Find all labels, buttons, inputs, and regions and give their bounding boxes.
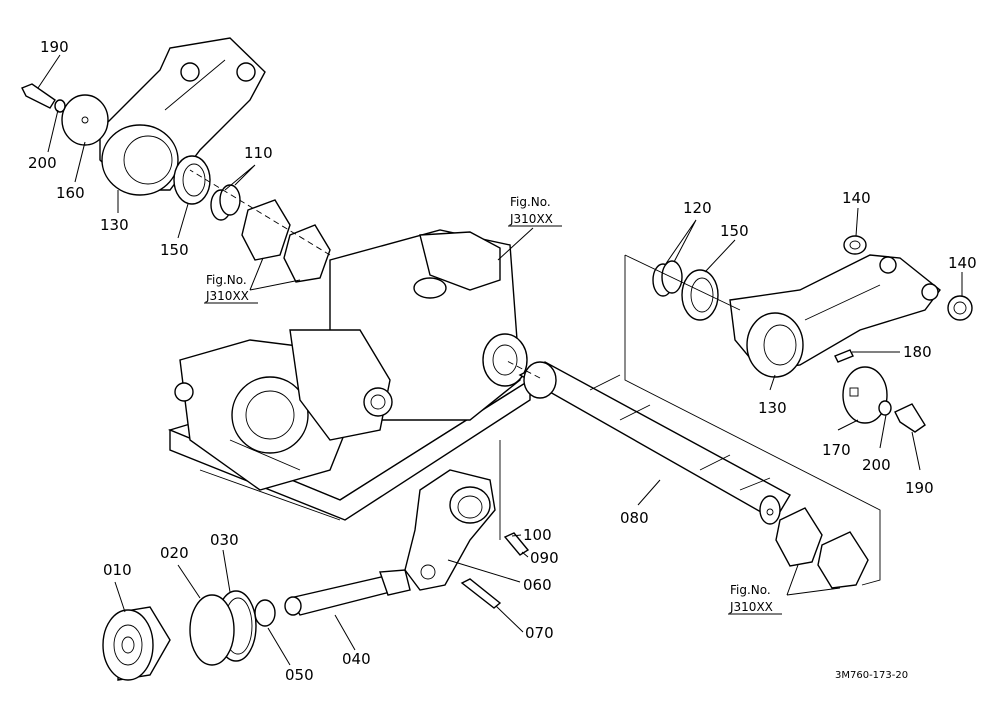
label-100: 100 bbox=[523, 526, 552, 544]
label-120: 120 bbox=[683, 199, 712, 217]
label-070: 070 bbox=[525, 624, 554, 642]
label-020: 020 bbox=[160, 544, 189, 562]
ref-label-3-line2: J310XX bbox=[729, 600, 773, 614]
label-180: 180 bbox=[903, 343, 932, 361]
o-ring-050 bbox=[254, 599, 276, 627]
label-080: 080 bbox=[620, 509, 649, 527]
housing-assembly bbox=[167, 229, 532, 521]
lift-arm-left bbox=[99, 37, 266, 196]
o-ring-110-b bbox=[219, 184, 241, 216]
label-050: 050 bbox=[285, 666, 314, 684]
ref-label-3-line1: Fig.No. bbox=[730, 583, 771, 597]
label-060: 060 bbox=[523, 576, 552, 594]
collar-140-right bbox=[947, 295, 973, 321]
label-010: 010 bbox=[103, 561, 132, 579]
label-110: 110 bbox=[244, 144, 273, 162]
label-140-right: 140 bbox=[948, 254, 977, 272]
lift-shaft-080 bbox=[518, 361, 791, 525]
lift-link-060 bbox=[404, 469, 496, 591]
label-200-left: 200 bbox=[28, 154, 57, 172]
piston-010 bbox=[102, 606, 171, 681]
label-150-right: 150 bbox=[720, 222, 749, 240]
lift-arm-right bbox=[729, 254, 941, 378]
pin-070 bbox=[460, 578, 502, 609]
label-140-top: 140 bbox=[842, 189, 871, 207]
label-170: 170 bbox=[822, 441, 851, 459]
lock-washer-200-right bbox=[878, 400, 892, 416]
label-090: 090 bbox=[530, 549, 559, 567]
ref-label-2-line1: Fig.No. bbox=[510, 195, 551, 209]
label-160: 160 bbox=[56, 184, 85, 202]
leader-lines bbox=[37, 54, 963, 666]
ref-label-2-line2: J310XX bbox=[509, 212, 553, 226]
label-030: 030 bbox=[210, 531, 239, 549]
label-200-right: 200 bbox=[862, 456, 891, 474]
bushings-left bbox=[241, 199, 331, 283]
label-130-left: 130 bbox=[100, 216, 129, 234]
collar-140-top bbox=[843, 235, 867, 255]
drawing-code: 3M760-173-20 bbox=[835, 670, 908, 681]
label-190-left: 190 bbox=[40, 38, 69, 56]
washer-160 bbox=[61, 94, 109, 146]
plate-170 bbox=[842, 366, 888, 424]
ref-label-1-line2: J310XX bbox=[205, 289, 249, 303]
ref-label-1-line1: Fig.No. bbox=[206, 273, 247, 287]
bolt-190-right bbox=[894, 403, 926, 433]
label-150-left: 150 bbox=[160, 241, 189, 259]
label-190-right: 190 bbox=[905, 479, 934, 497]
label-130-right: 130 bbox=[758, 399, 787, 417]
bolt-190-left bbox=[21, 83, 66, 113]
label-040: 040 bbox=[342, 650, 371, 668]
bushings-right bbox=[775, 507, 869, 589]
bolt-090 bbox=[503, 532, 530, 556]
piston-rod-040 bbox=[284, 569, 411, 616]
pin-180 bbox=[834, 349, 854, 363]
o-ring-020 bbox=[189, 594, 235, 666]
